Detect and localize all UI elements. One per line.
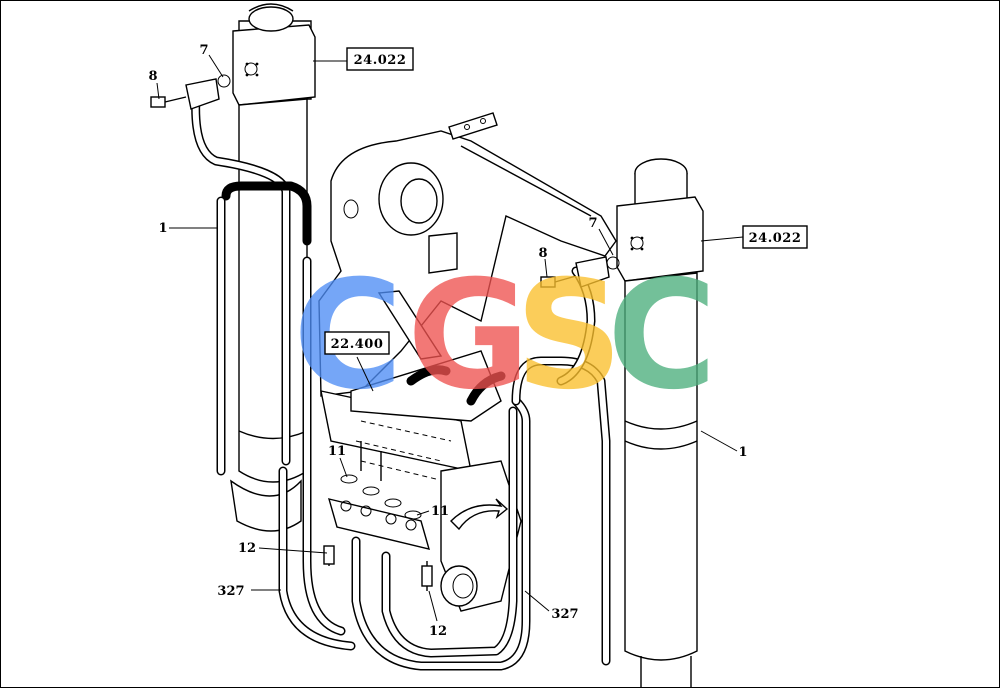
item-11-lower-label: 11 — [431, 504, 449, 519]
item-12-left-label: 12 — [238, 541, 256, 556]
watermark-letter-g: G — [407, 249, 530, 423]
ref-label-24022-right: 24.022 — [749, 231, 802, 246]
hoses — [191, 91, 611, 671]
ref-box-right: 24.022 — [742, 225, 808, 249]
central-bracket — [318, 112, 617, 612]
right-fitting-assembly — [540, 256, 620, 288]
item-7-left-label: 7 — [199, 43, 208, 58]
item-1-right-label: 1 — [738, 445, 747, 460]
item-327-right-label: 327 — [551, 607, 578, 622]
item-12-bottom-label: 12 — [429, 624, 447, 639]
right-cylinder — [616, 158, 704, 687]
ref-label-22400: 22.400 — [331, 337, 384, 352]
item-1-left-label: 1 — [158, 221, 167, 236]
ref-label-24022-left: 24.022 — [354, 53, 407, 68]
watermark-letter-c2: C — [607, 249, 717, 423]
item-11-upper-label: 11 — [328, 444, 346, 459]
item-8-right-label: 8 — [538, 246, 547, 261]
watermark-letter-s: S — [515, 249, 623, 423]
ref-box-center: 22.400 — [324, 331, 390, 355]
item-7-right-label: 7 — [588, 216, 597, 231]
ref-box-top-left: 24.022 — [346, 47, 414, 71]
item-8-left-label: 8 — [148, 69, 157, 84]
item-labels: 8 7 1 7 8 1 11 11 12 12 327 327 — [148, 43, 747, 639]
leader-lines — [156, 54, 744, 622]
item-327-left-label: 327 — [217, 584, 244, 599]
left-fitting-assembly — [150, 74, 231, 110]
clamp-block — [323, 441, 509, 591]
